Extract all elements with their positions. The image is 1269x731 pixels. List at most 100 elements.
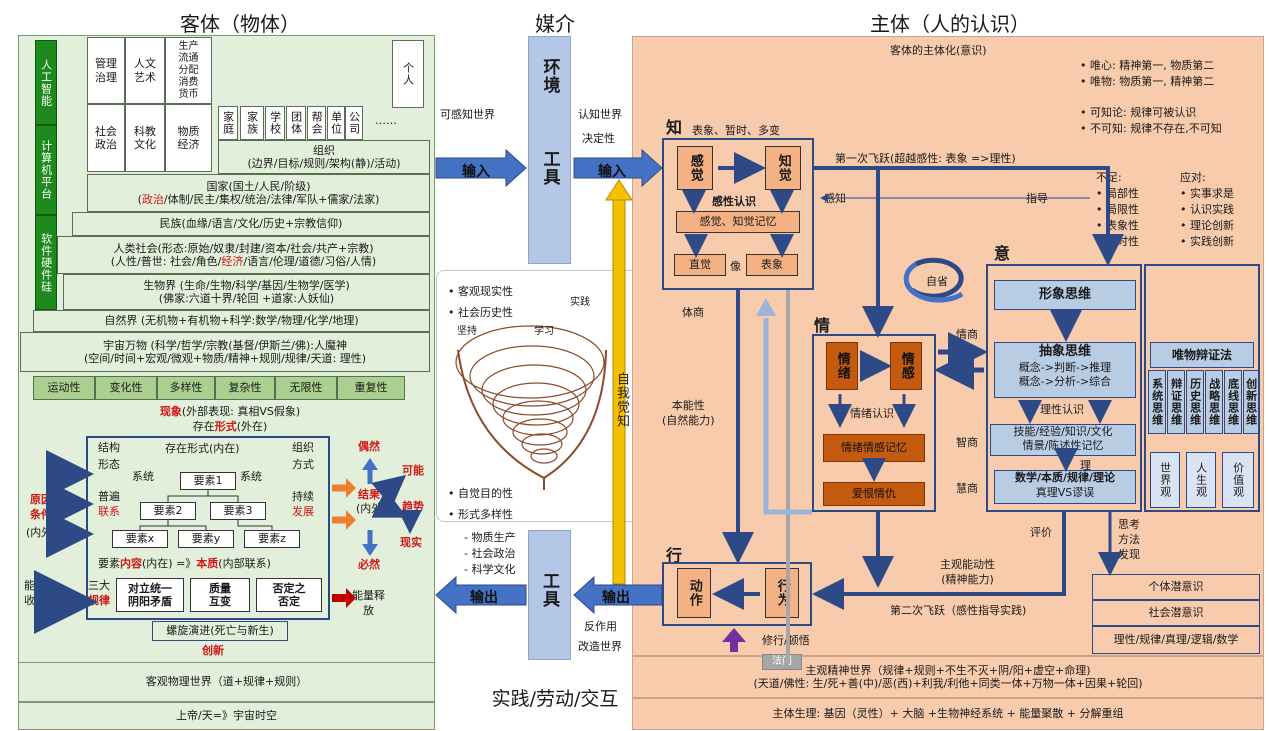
law-quality-quantity: 质量 互变 bbox=[190, 578, 250, 612]
guide-label: 指导 bbox=[1026, 192, 1048, 205]
necessary-label: 必然 bbox=[358, 558, 380, 571]
law-unity-opposites: 对立统一 阴阳矛盾 bbox=[116, 578, 184, 612]
representation-box: 表象 bbox=[746, 254, 798, 276]
emotion-memory-box: 情绪情感记忆 bbox=[823, 434, 925, 462]
li-label: 理 bbox=[1080, 459, 1091, 472]
perceptual-cog-label: 感性认识 bbox=[712, 195, 756, 208]
perception-box: 知觉 bbox=[765, 146, 801, 190]
tool-column-bottom bbox=[528, 530, 571, 660]
value-view-box: 价值观 bbox=[1222, 452, 1254, 508]
memory-box: 感觉、知觉记忆 bbox=[676, 211, 800, 233]
org-mode-label: 组织 方式 bbox=[292, 441, 314, 471]
reality-label: 现实 bbox=[400, 536, 422, 549]
practice-label: 实践/劳动/交互 bbox=[491, 688, 619, 710]
self-aware-label: 自我觉知 bbox=[614, 372, 629, 428]
cultivate-label: 修行/顿悟 bbox=[762, 634, 810, 647]
philosophy-list: • 唯心: 精神第一, 物质第二 • 唯物: 物质第一, 精神第二 bbox=[1080, 59, 1215, 88]
org-unit: 单位 bbox=[327, 106, 345, 140]
accidental-label: 偶然 bbox=[358, 440, 380, 453]
element-2: 要素2 bbox=[140, 502, 196, 520]
country-row: 国家(国土/人民/阶级)(政治/体制/民主/集权/统治/法律/军队+儒家/法家) bbox=[87, 174, 430, 212]
spiral-box: 螺旋演进(死亡与新生) bbox=[152, 621, 288, 641]
organization-row: 组织(边界/目标/规则/架构(静)/活动) bbox=[218, 140, 430, 174]
law-negation: 否定之 否定 bbox=[256, 578, 322, 612]
god-row: 上帝/天=》宇宙时空 bbox=[18, 702, 435, 730]
individual-unconscious: 个体潜意识 bbox=[1092, 574, 1260, 600]
prop-complexity: 复杂性 bbox=[215, 376, 275, 400]
yi-box bbox=[986, 264, 1142, 512]
dialectic-col-system: 系统思维 bbox=[1148, 370, 1166, 434]
org-company: 公司 bbox=[345, 106, 363, 140]
dialectic-box bbox=[1144, 264, 1260, 512]
zhi-box bbox=[662, 138, 814, 290]
exist-form-label: 存在形式(内在) bbox=[165, 442, 240, 455]
field-science-culture: 科教文化 bbox=[125, 104, 165, 172]
emotion-cog-label: 情绪认识 bbox=[850, 407, 894, 420]
essence-label: 要素内容(内在) =》本质(内部联系) bbox=[98, 557, 271, 570]
dialectic-title: 唯物辩证法 bbox=[1150, 342, 1254, 368]
env-tool-column bbox=[528, 36, 571, 264]
social-unconscious: 社会潜意识 bbox=[1092, 600, 1260, 626]
introspect-label: 自省 bbox=[926, 275, 948, 288]
zhi-title: 知 bbox=[666, 118, 683, 137]
cause-label: 原因 条件 bbox=[30, 493, 52, 522]
iq-label: 智商 bbox=[956, 436, 978, 449]
xing-title: 行 bbox=[666, 546, 683, 565]
three-laws-label: 三大规律 bbox=[88, 579, 110, 608]
medium-header: 媒介 bbox=[535, 12, 575, 36]
rational-laws: 理性/规律/真理/逻辑/数学 bbox=[1092, 626, 1260, 654]
output-label-2: 输出 bbox=[602, 590, 630, 606]
yi-title: 意 bbox=[994, 244, 1011, 263]
leap1-label: 第一次飞跃(超越感性: 表象 =>理性) bbox=[835, 152, 1016, 165]
spiral-practice-label: 实践 bbox=[570, 297, 590, 308]
dharma-box: 法门 bbox=[762, 654, 802, 670]
emotion-box: 情绪 bbox=[826, 342, 858, 390]
society-row: 人类社会(形态:原始/奴隶/封建/资本/社会/共产+宗教)(人性/普世: 社会/… bbox=[57, 236, 430, 274]
evaluate-label: 评价 bbox=[1030, 526, 1052, 539]
output-items: - 物质生产 - 社会政治 - 科学文化 bbox=[464, 531, 516, 576]
prop-diversity: 多样性 bbox=[157, 376, 215, 400]
zhi-subtitle: 表象、暂时、多变 bbox=[692, 124, 780, 137]
possible-label: 可能 bbox=[402, 464, 424, 477]
subjectify-label: 客体的主体化(意识) bbox=[890, 44, 987, 57]
love-hate-box: 爱恨情仇 bbox=[823, 482, 925, 506]
person-cell: 个人 bbox=[392, 40, 424, 108]
org-clan: 家族 bbox=[240, 106, 264, 140]
image-word: 像 bbox=[730, 260, 741, 273]
perceive-label: 感知 bbox=[824, 192, 846, 205]
universal-label: 普遍联系 bbox=[98, 490, 120, 519]
bio-row: 生物界 (生命/生物/科学/基因/生物学/医学)(佛家:六道十界/轮回 +道家:… bbox=[63, 274, 430, 310]
org-group: 团体 bbox=[286, 106, 306, 140]
env-label: 环境 bbox=[539, 58, 560, 94]
energy-in-label: 能量吸 收 bbox=[24, 579, 57, 608]
dialectic-col-dialect: 辩证思维 bbox=[1167, 370, 1185, 434]
rational-cog-label: 理性认识 bbox=[1040, 403, 1084, 416]
nature-row: 自然界 (无机物+有机物+科学:数学/物理/化学/地理) bbox=[33, 310, 430, 332]
field-society-politics: 社会政治 bbox=[87, 104, 125, 172]
decisive-label: 决定性 bbox=[582, 132, 615, 145]
feeling-box: 情感 bbox=[890, 342, 922, 390]
cognize-label: 认知世界 bbox=[578, 108, 622, 121]
subject-header: 主体（人的认识） bbox=[870, 12, 1030, 36]
wisdom-label: 慧商 bbox=[956, 482, 978, 495]
element-3: 要素3 bbox=[210, 502, 266, 520]
instinct-label: 本能性 (自然能力) bbox=[662, 399, 715, 428]
element-y: 要素y bbox=[178, 530, 234, 548]
prop-change: 变化性 bbox=[95, 376, 157, 400]
intuition-box: 直觉 bbox=[674, 254, 726, 276]
field-humanities: 人文艺术 bbox=[125, 37, 165, 104]
transform-label: 改造世界 bbox=[578, 640, 622, 653]
result-sub: (内外) bbox=[356, 502, 387, 515]
input-label-2: 输入 bbox=[598, 164, 626, 180]
world-view-box: 世界观 bbox=[1150, 452, 1180, 508]
field-production: 生产流通分配消费货币 bbox=[165, 37, 212, 104]
dialectic-col-strategy: 战略思维 bbox=[1205, 370, 1223, 434]
org-family: 家庭 bbox=[218, 106, 238, 140]
perceivable-label: 可感知世界 bbox=[440, 108, 495, 121]
action-box: 动作 bbox=[677, 568, 711, 618]
sustain-label: 持续发展 bbox=[292, 490, 314, 519]
trend-label: 趋势 bbox=[402, 500, 424, 513]
ai-cell: 人工智能 bbox=[35, 40, 57, 125]
field-material-economy: 物质经济 bbox=[165, 104, 212, 172]
qing-title: 情 bbox=[814, 316, 831, 335]
